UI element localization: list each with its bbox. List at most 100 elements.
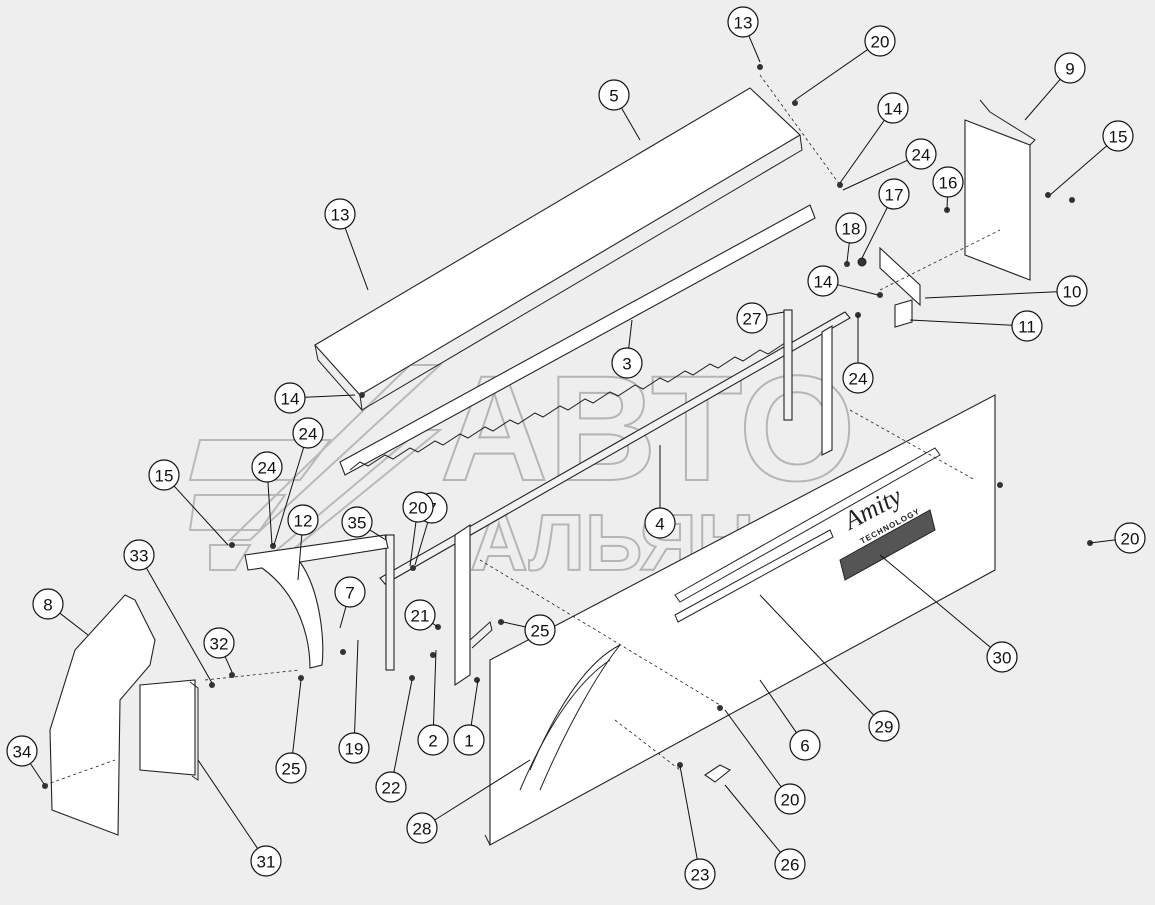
callout-leader-line <box>679 765 698 860</box>
callout-number: 26 <box>781 856 800 875</box>
callout-leader-line <box>628 319 633 349</box>
callout-11: 11 <box>1011 310 1043 342</box>
callout-leader-line <box>197 759 259 849</box>
callout-number: 32 <box>210 635 229 654</box>
callout-24: 24 <box>251 451 283 483</box>
callout-number: 18 <box>842 220 861 239</box>
callout-14: 14 <box>274 382 306 414</box>
callout-number: 5 <box>609 87 618 106</box>
callout-29: 29 <box>868 710 900 742</box>
callout-30: 30 <box>986 641 1018 673</box>
part-left-panel <box>49 594 156 836</box>
callout-circle <box>905 138 937 170</box>
callout-22: 22 <box>375 771 407 803</box>
callout-leader-line <box>339 606 347 629</box>
callout-24: 24 <box>905 138 937 170</box>
callout-circle <box>292 417 324 449</box>
callout-leader-line <box>794 49 868 101</box>
callout-leader-line <box>842 159 908 191</box>
callout-circle <box>453 724 485 756</box>
callout-leader-line <box>1049 145 1107 196</box>
callout-circle <box>736 302 768 334</box>
callout-16: 16 <box>932 166 964 198</box>
callout-number: 12 <box>294 512 313 531</box>
callout-number: 30 <box>993 649 1012 668</box>
callout-8: 8 <box>32 588 64 620</box>
callout-circle <box>324 198 356 230</box>
part-rod <box>379 311 851 585</box>
callout-leader-line <box>292 679 302 754</box>
callout-32: 32 <box>203 627 235 659</box>
callout-leader-line <box>621 107 641 141</box>
callout-circle <box>417 724 449 756</box>
callout-25: 25 <box>524 614 556 646</box>
callout-24: 24 <box>292 417 324 449</box>
callout-circle <box>986 641 1018 673</box>
callout-number: 27 <box>743 310 762 329</box>
callout-leader-line <box>409 521 417 567</box>
callout-circle <box>524 614 556 646</box>
callout-number: 13 <box>734 14 753 33</box>
callout-number: 24 <box>849 370 868 389</box>
callout-number: 23 <box>691 866 710 885</box>
callout-circle <box>774 783 806 815</box>
callout-34: 34 <box>6 735 38 767</box>
callout-14: 14 <box>807 265 839 297</box>
callout-circle <box>32 588 64 620</box>
callout-26: 26 <box>774 848 806 880</box>
callout-leader-line <box>267 481 273 546</box>
callout-leader-line <box>861 207 888 259</box>
callout-leader-line <box>846 242 850 263</box>
callout-circle <box>251 451 283 483</box>
callout-circle <box>878 178 910 210</box>
callout-circle <box>287 504 319 536</box>
part-right-bracket <box>821 325 833 456</box>
callout-circle <box>404 599 436 631</box>
callout-leader-line <box>470 679 479 726</box>
callout-28: 28 <box>406 812 438 844</box>
callout-20: 20 <box>864 25 896 57</box>
callout-leader-line <box>434 759 531 821</box>
callout-layer: 1234567789101112131314141415151617181920… <box>6 6 1146 890</box>
callout-leader-line <box>502 621 526 628</box>
callout-leader-line <box>273 447 305 546</box>
callout-circle <box>877 92 909 124</box>
callout-number: 3 <box>622 355 631 374</box>
callout-number: 20 <box>409 499 428 518</box>
callout-circle <box>727 6 759 38</box>
callout-24: 24 <box>842 362 874 394</box>
part-gas-strut-left <box>385 534 395 671</box>
callout-leader-line <box>839 119 885 184</box>
callout-leader-line <box>1024 79 1061 121</box>
callout-circle <box>375 771 407 803</box>
callout-10: 10 <box>1056 275 1088 307</box>
callout-number: 28 <box>413 820 432 839</box>
callout-number: 20 <box>871 33 890 52</box>
part-hinge-strip <box>339 204 816 476</box>
callout-leader-line <box>724 709 782 788</box>
callout-circle <box>274 382 306 414</box>
callout-15: 15 <box>1102 120 1134 152</box>
callout-4: 4 <box>644 507 676 539</box>
callout-number: 6 <box>800 737 809 756</box>
callout-leader-line <box>344 227 369 291</box>
callout-5: 5 <box>598 79 630 111</box>
callout-circle <box>402 491 434 523</box>
callout-leader-line <box>759 594 875 716</box>
callout-circle <box>868 710 900 742</box>
callout-number: 15 <box>155 467 174 486</box>
callout-23: 23 <box>684 858 716 890</box>
callout-circle <box>842 362 874 394</box>
callout-number: 19 <box>345 740 364 759</box>
callout-number: 2 <box>428 732 437 751</box>
part-bracket-11 <box>894 299 913 328</box>
callout-circle <box>1056 275 1088 307</box>
callout-6: 6 <box>789 729 821 761</box>
callout-leader-line <box>924 291 1058 299</box>
part-pad <box>139 679 199 781</box>
callout-number: 13 <box>331 206 350 225</box>
callout-number: 9 <box>1065 60 1074 79</box>
part-side-panel <box>484 394 996 846</box>
callout-circle <box>644 507 676 539</box>
callout-number: 17 <box>885 186 904 205</box>
